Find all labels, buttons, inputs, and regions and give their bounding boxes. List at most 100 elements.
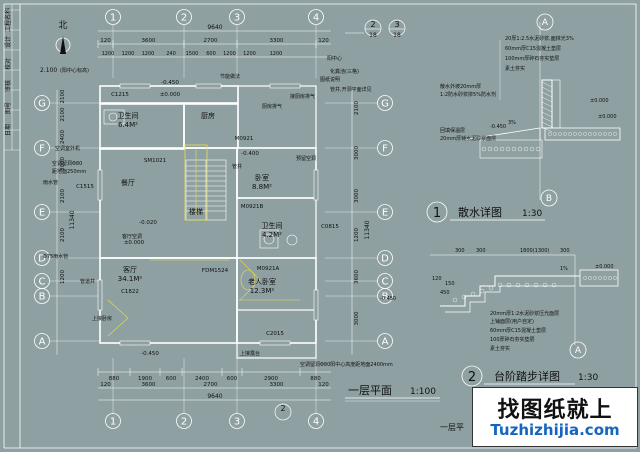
- axis-left-G-circle: [34, 95, 50, 111]
- window: [119, 83, 151, 89]
- toilet-icon: [108, 112, 118, 122]
- dim-text-top: 2700: [204, 38, 218, 44]
- room-name: 卧室: [255, 173, 269, 182]
- axis-bottom-3-circle: [229, 413, 245, 429]
- hatch: [541, 116, 553, 123]
- detail2-axis-bottom-circle: [569, 341, 587, 359]
- plan-note: 空调留洞Φ80: [52, 160, 82, 167]
- gravel-dot: [481, 146, 487, 152]
- plan-scale: 1:100: [410, 387, 436, 397]
- dim-text-right: 2100: [354, 101, 360, 115]
- dim-text-bottom: 880: [109, 376, 120, 382]
- elevation-mark: 2.100: [40, 67, 57, 74]
- window: [313, 289, 319, 321]
- gravel-dot: [588, 132, 592, 136]
- bottom-clip-title: 一层平: [440, 423, 464, 432]
- plan-note: 管井,开洞平面详见: [330, 86, 372, 93]
- axis-top-1: 1: [110, 13, 116, 24]
- hatch: [541, 86, 553, 93]
- plan-note: 空调留洞Φ80阳中心高度距地面2400mm: [300, 361, 393, 368]
- scatter-note: 100mm厚碎石夯实垫层: [505, 55, 559, 62]
- detail2-title: 台阶踏步详图: [494, 369, 560, 383]
- ref-num: 2: [280, 404, 285, 413]
- dim-text-top2: 1500: [186, 51, 199, 57]
- ref-circle: [388, 19, 406, 37]
- level-mark: -0.400: [241, 151, 259, 157]
- gravel-dot: [613, 276, 617, 280]
- dim-text-top2: 600: [206, 51, 216, 57]
- gravel-dot: [583, 132, 587, 136]
- watermark-url: Tuzhizhijia.com: [490, 421, 620, 439]
- detail1-wall-layer: [551, 79, 561, 129]
- plan-note: 图纸说明: [320, 76, 340, 83]
- scatter-note: 3%: [508, 120, 516, 126]
- fixture-bath: [259, 229, 279, 249]
- hatch: [541, 96, 553, 103]
- dim-text-top2: 1200: [270, 51, 283, 57]
- axis-right-B: B: [382, 292, 389, 303]
- dim-text-right: 3000: [354, 146, 360, 160]
- door-tag: C0815: [321, 224, 339, 230]
- window: [195, 83, 222, 89]
- gravel-dot: [524, 282, 530, 288]
- dim-text-top2: 1200: [243, 51, 256, 57]
- dim-text-top: 120: [318, 38, 329, 44]
- step-note: 300: [560, 248, 570, 254]
- ref-num: 3: [394, 20, 399, 29]
- room-name: 厨房: [201, 111, 215, 120]
- window: [269, 83, 301, 89]
- axis-right-E-circle: [377, 204, 393, 220]
- hatch: [541, 101, 553, 108]
- plan-note: 厨房排气: [262, 103, 282, 110]
- door-tag: M0921A: [257, 266, 280, 272]
- axis-bottom-4-circle: [308, 413, 324, 429]
- basin-icon: [263, 233, 275, 245]
- north-label: 北: [58, 20, 67, 31]
- step-note: 上铺面层(用户自定): [490, 318, 534, 325]
- gravel-dot: [533, 282, 539, 288]
- gravel-dot: [583, 276, 587, 280]
- detail1-wall: [541, 79, 553, 129]
- window: [313, 169, 319, 201]
- gravel-dot: [497, 282, 503, 288]
- dim-text-top2: 1200: [102, 51, 115, 57]
- scatter-note: 散水外坡20mm厚: [440, 83, 481, 90]
- dim-text-left: 2100: [60, 228, 66, 242]
- detail1-circle: [426, 201, 448, 223]
- step-note: 100厚碎石夯实垫层: [490, 336, 535, 343]
- strip-label: 图号: [5, 102, 12, 114]
- axis-bottom-1-circle: [105, 413, 121, 429]
- axis-right-B-circle: [377, 288, 393, 304]
- axis-top-2: 2: [181, 13, 187, 24]
- axis-left-D-circle: [34, 250, 50, 266]
- detail1-num: 1: [433, 206, 441, 221]
- room-area: 8.8M²: [252, 183, 272, 191]
- axis-left-D: D: [38, 254, 46, 265]
- scatter-note: 素土夯实: [505, 65, 525, 72]
- gravel-dot: [608, 132, 612, 136]
- room-area: 34.1M²: [118, 275, 143, 283]
- gravel-dot: [548, 132, 552, 136]
- window: [119, 340, 151, 346]
- step-note: 1800(1300): [520, 248, 549, 254]
- door-tag: C1215: [111, 92, 129, 98]
- gravel-dot: [568, 132, 572, 136]
- axis-left-C: C: [39, 277, 46, 288]
- ref-circle: [274, 403, 292, 421]
- gravel-dot: [523, 146, 529, 152]
- dim-text-bottom2: 120: [318, 382, 329, 388]
- axis-right-F-circle: [377, 140, 393, 156]
- plan-title: 一层平面: [348, 384, 392, 397]
- plan-note: Φ75雨水管: [43, 253, 68, 260]
- gravel-dot: [506, 282, 512, 288]
- dim-text-bottom: 1900: [138, 376, 152, 382]
- ref-num: 2: [370, 20, 375, 29]
- dim-text-bottom2: 3300: [270, 382, 284, 388]
- scatter-note: ±0.000: [590, 98, 609, 104]
- gravel-dot: [535, 146, 541, 152]
- detail1-axis-bottom: B: [546, 194, 552, 204]
- north-arrow-icon: [60, 36, 66, 54]
- gravel-dot: [593, 132, 597, 136]
- door-tag: C2015: [266, 331, 284, 337]
- gravel-dot: [558, 132, 562, 136]
